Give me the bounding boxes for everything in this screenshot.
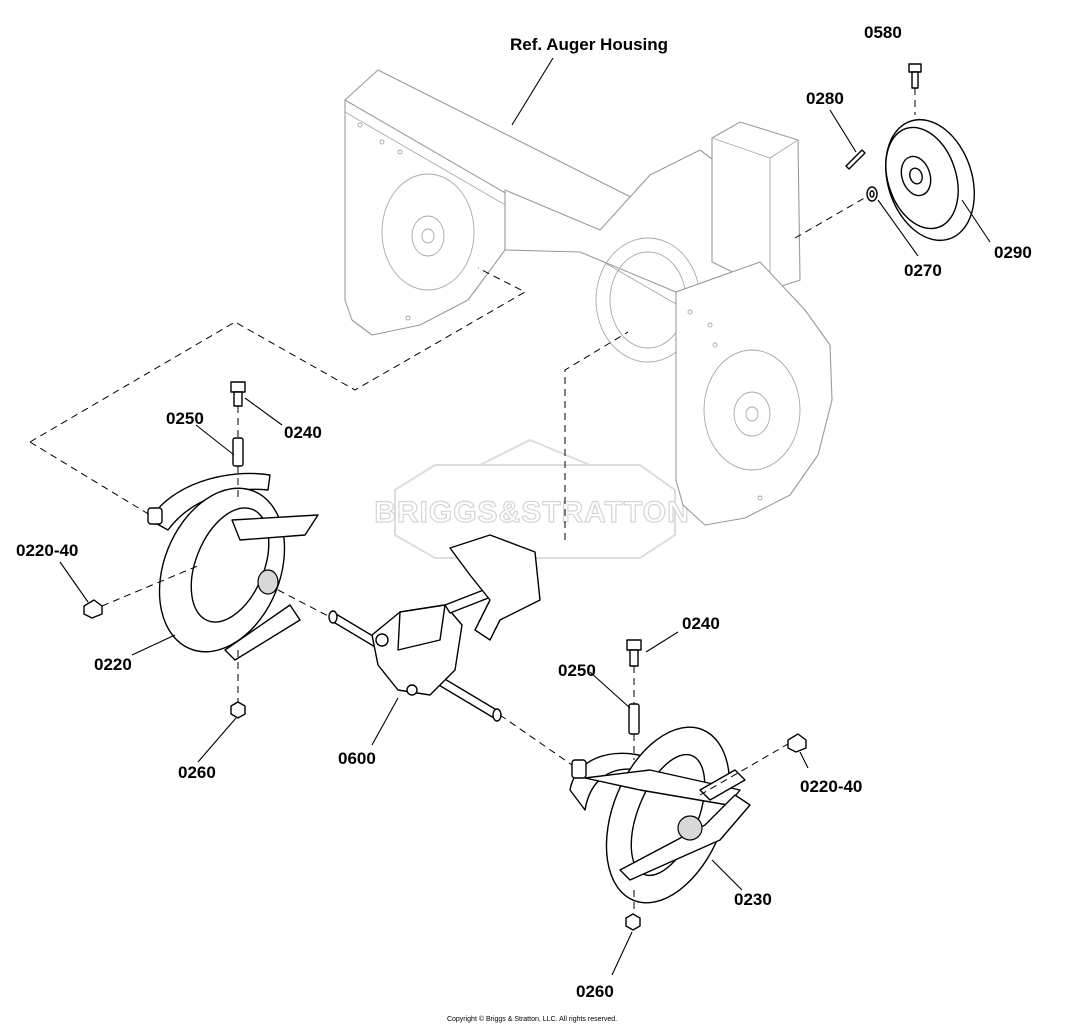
- callout-0220-40-left: 0220-40: [16, 541, 78, 560]
- spacer-0250-right: [628, 703, 640, 735]
- spacer-0270: [866, 186, 878, 202]
- watermark-text: BRIGGS&STRATTON: [374, 496, 690, 529]
- callout-0260-left: 0260: [178, 763, 216, 782]
- callout-0220-40-right: 0220-40: [800, 777, 862, 796]
- bolt-0240-right: [626, 639, 642, 667]
- callout-0240-left: 0240: [284, 423, 322, 442]
- auger-right-0230: [569, 726, 751, 904]
- auger-housing: [344, 69, 833, 526]
- callout-0220: 0220: [94, 655, 132, 674]
- bolt-0580: [908, 63, 922, 89]
- key-0280: [845, 149, 866, 170]
- auger-housing-reference-label: Ref. Auger Housing: [510, 35, 668, 54]
- fitting-0220-40-left: [83, 599, 103, 619]
- gearbox-0600: [328, 534, 541, 722]
- spacer-0250-left: [232, 437, 244, 467]
- callout-0260-right: 0260: [576, 982, 614, 1001]
- callout-0600: 0600: [338, 749, 376, 768]
- callout-0250-left: 0250: [166, 409, 204, 428]
- callout-0250-right: 0250: [558, 661, 596, 680]
- callout-0270: 0270: [904, 261, 942, 280]
- nut-0260-right: [625, 913, 641, 931]
- brand-watermark: BRIGGS&STRATTON: [374, 438, 690, 559]
- copyright-notice: Copyright © Briggs & Stratton, LLC. All …: [447, 1015, 617, 1023]
- callout-0280: 0280: [806, 89, 844, 108]
- callout-0290: 0290: [994, 243, 1032, 262]
- fitting-0220-40-right: [787, 733, 807, 753]
- assembly-lines: [29, 88, 916, 914]
- nut-0260-left: [230, 701, 246, 719]
- auger-left-0220: [147, 472, 319, 661]
- bolt-0240-left: [230, 381, 246, 407]
- callout-0580: 0580: [864, 23, 902, 42]
- callout-0230: 0230: [734, 890, 772, 909]
- leader-lines: [59, 57, 991, 976]
- callout-0240-right: 0240: [682, 614, 720, 633]
- pulley-0290: [884, 118, 976, 242]
